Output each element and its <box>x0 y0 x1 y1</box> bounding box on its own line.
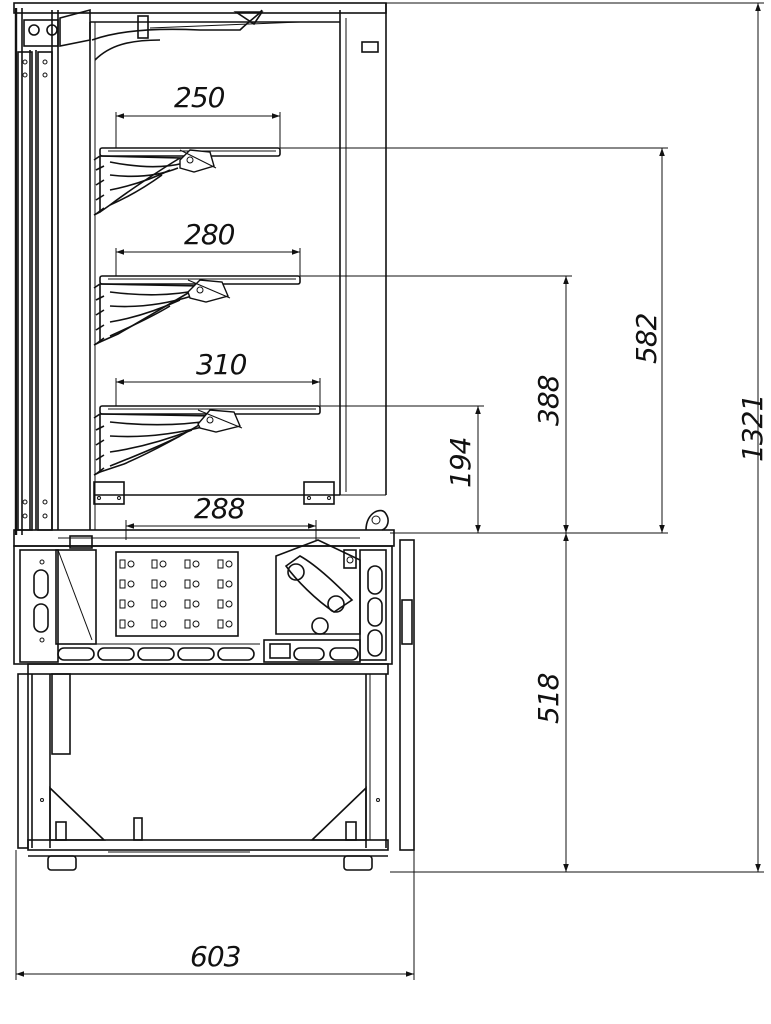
lower-stand <box>17 539 415 871</box>
dim-label-310: 310 <box>196 348 247 381</box>
shelf-3 <box>93 405 321 476</box>
dim-label-280: 280 <box>184 218 235 251</box>
dimension-603: 603 <box>15 850 415 980</box>
dim-label-388: 388 <box>532 375 565 426</box>
dim-label-250: 250 <box>174 81 225 114</box>
dim-label-288: 288 <box>194 492 245 525</box>
cabinet-body <box>13 2 387 535</box>
dimension-518: 518 <box>532 533 569 872</box>
shelf-2 <box>93 275 301 346</box>
dimension-582: 582 <box>630 148 665 533</box>
dimension-388: 388 <box>532 276 569 533</box>
shelf-1 <box>93 147 281 216</box>
dimension-310: 310 <box>115 348 321 406</box>
machine-compartment <box>13 535 393 665</box>
dimension-250: 250 <box>115 81 281 148</box>
dimension-194: 194 <box>444 406 481 533</box>
dimension-288: 288 <box>125 492 317 540</box>
dimension-1321: 1321 <box>736 3 769 872</box>
dim-label-603: 603 <box>190 940 241 973</box>
dim-label-518: 518 <box>532 673 565 724</box>
dim-label-582: 582 <box>630 313 663 364</box>
dim-label-1321: 1321 <box>736 395 769 462</box>
dim-label-194: 194 <box>444 438 477 488</box>
dimension-280: 280 <box>115 218 301 276</box>
